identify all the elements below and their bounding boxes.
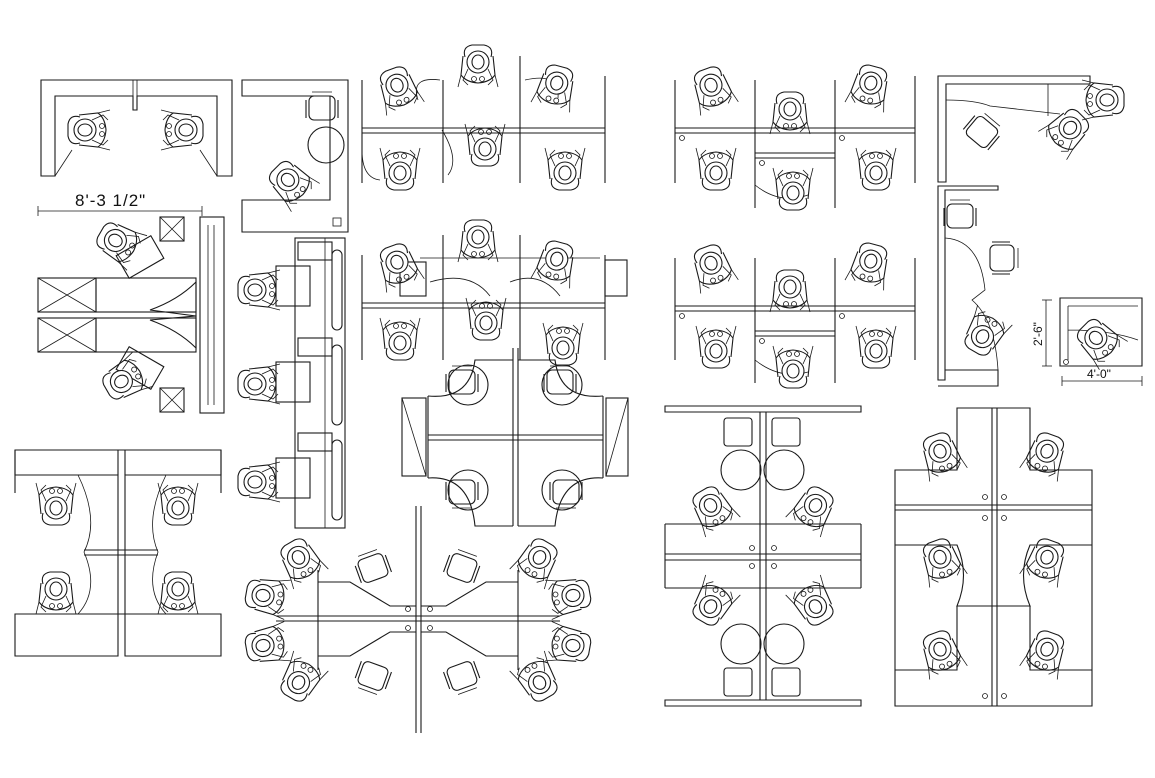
person-icon bbox=[956, 304, 1013, 362]
dimension-label: 8'-3 1/2" bbox=[75, 191, 146, 210]
person-icon bbox=[544, 147, 586, 191]
person-icon bbox=[457, 44, 499, 88]
person-icon bbox=[530, 236, 582, 289]
person-icon bbox=[272, 650, 329, 708]
person-icon bbox=[457, 219, 499, 263]
person-icon bbox=[35, 482, 77, 526]
pinwheel-pod-g bbox=[401, 348, 629, 527]
person-icon bbox=[371, 61, 425, 117]
person-icon bbox=[1019, 625, 1073, 681]
dimension-workstation-width: 8'-3 1/2" bbox=[37, 191, 203, 216]
person-icon bbox=[544, 620, 594, 669]
person-icon bbox=[772, 345, 814, 389]
office-chair-icon bbox=[351, 658, 393, 698]
person-icon bbox=[772, 167, 814, 211]
office-chair-icon bbox=[442, 658, 484, 698]
person-icon bbox=[684, 480, 741, 538]
person-icon bbox=[35, 571, 77, 615]
person-icon bbox=[914, 533, 968, 589]
person-icon bbox=[685, 61, 739, 117]
round-table-pod-o bbox=[664, 405, 862, 707]
person-icon bbox=[855, 325, 897, 369]
person-icon bbox=[96, 351, 154, 408]
person-icon bbox=[785, 574, 842, 632]
person-icon bbox=[914, 625, 968, 681]
eight-seat-pod-i bbox=[242, 506, 594, 733]
l-desk-b bbox=[241, 79, 349, 233]
six-pod-f bbox=[361, 219, 628, 366]
person-icon bbox=[261, 153, 321, 213]
office-chair-icon bbox=[943, 199, 977, 229]
person-icon bbox=[1069, 311, 1129, 371]
person-icon bbox=[242, 620, 292, 669]
person-icon bbox=[1037, 101, 1097, 161]
person-icon bbox=[379, 317, 421, 361]
workstation-pair-a bbox=[40, 79, 233, 177]
person-icon bbox=[237, 461, 281, 503]
person-icon bbox=[785, 480, 842, 538]
person-icon bbox=[379, 147, 421, 191]
person-icon bbox=[530, 60, 582, 113]
person-icon bbox=[695, 325, 737, 369]
person-icon bbox=[1019, 427, 1073, 483]
office-chair-icon bbox=[351, 546, 393, 586]
person-icon bbox=[160, 109, 204, 151]
person-icon bbox=[684, 574, 741, 632]
person-icon bbox=[855, 147, 897, 191]
person-icon bbox=[1019, 533, 1073, 589]
person-icon bbox=[844, 238, 896, 291]
corner-unit-n: 2'-6" 4'-0" bbox=[1031, 297, 1143, 386]
person-icon bbox=[157, 482, 199, 526]
bench-pod-p bbox=[894, 407, 1093, 707]
vertical-desk-m bbox=[937, 185, 1019, 387]
person-icon bbox=[914, 427, 968, 483]
person-icon bbox=[157, 571, 199, 615]
person-icon bbox=[544, 572, 594, 621]
person-icon bbox=[542, 322, 584, 366]
six-pod-e bbox=[361, 44, 606, 191]
six-pod-j bbox=[674, 60, 916, 211]
person-icon bbox=[237, 269, 281, 311]
office-chair-icon bbox=[445, 479, 479, 509]
linear-stations-d bbox=[237, 237, 346, 529]
person-icon bbox=[371, 238, 425, 294]
person-icon bbox=[844, 60, 896, 113]
office-chair-icon bbox=[989, 241, 1019, 275]
corner-desk-l bbox=[937, 75, 1125, 183]
four-pod-h bbox=[14, 449, 222, 657]
six-pod-k bbox=[674, 238, 916, 389]
person-icon bbox=[685, 239, 739, 295]
dimension-label: 4'-0" bbox=[1087, 367, 1111, 381]
dimension-label: 2'-6" bbox=[1031, 322, 1045, 346]
person-icon bbox=[465, 297, 507, 341]
storage-cluster-c bbox=[37, 214, 225, 414]
person-icon bbox=[67, 109, 111, 151]
person-icon bbox=[1081, 79, 1125, 121]
person-icon bbox=[237, 363, 281, 405]
person-icon bbox=[242, 572, 292, 621]
office-chair-icon bbox=[442, 546, 484, 586]
person-icon bbox=[695, 147, 737, 191]
office-chair-icon bbox=[961, 108, 1006, 153]
person-icon bbox=[464, 123, 506, 167]
